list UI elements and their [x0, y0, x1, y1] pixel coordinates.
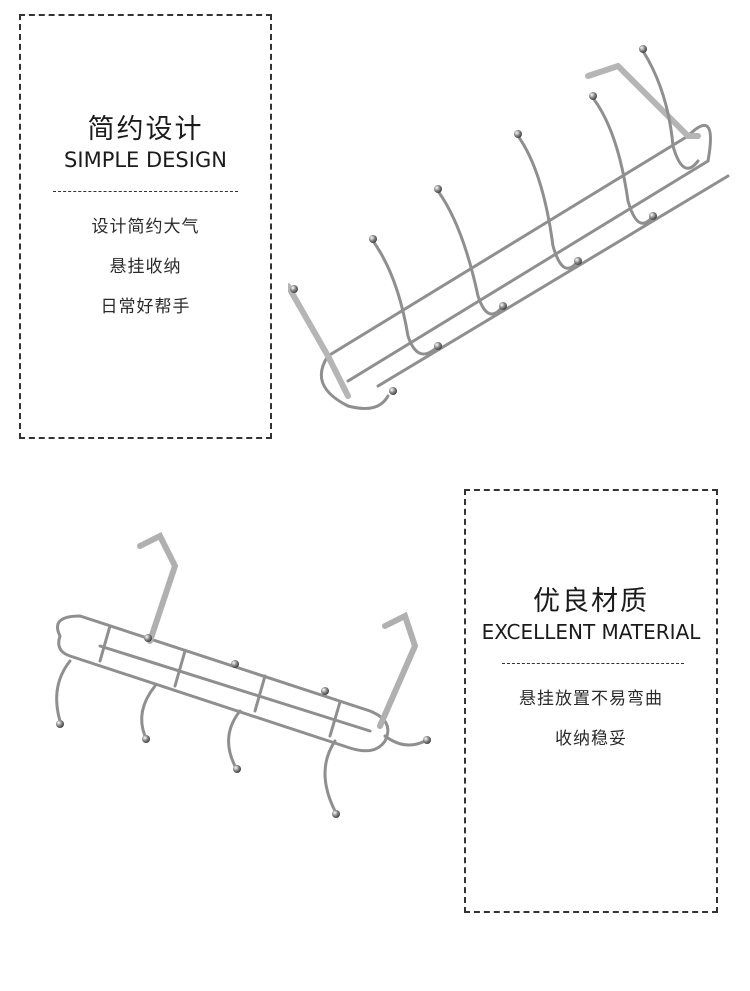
divider	[53, 191, 238, 192]
feature-line: 收纳稳妥	[555, 729, 627, 749]
feature-line: 日常好帮手	[100, 297, 191, 317]
feature-line: 悬挂放置不易弯曲	[519, 689, 663, 709]
feature-title-cn: 优良材质	[533, 586, 649, 617]
feature-title-en: SIMPLE DESIGN	[64, 148, 227, 172]
feature-line: 设计简约大气	[91, 217, 200, 237]
feature-box-excellent-material: 优良材质 EXCELLENT MATERIAL 悬挂放置不易弯曲 收纳稳妥	[464, 489, 718, 913]
feature-line: 悬挂收纳	[109, 257, 182, 277]
hook-rack-photo-front	[55, 531, 431, 818]
feature-title-cn: 简约设计	[87, 114, 204, 145]
feature-box-simple-design: 简约设计 SIMPLE DESIGN 设计简约大气 悬挂收纳 日常好帮手	[19, 14, 272, 439]
divider	[502, 663, 684, 664]
feature-title-en: EXCELLENT MATERIAL	[481, 620, 701, 644]
hook-rack-photo-angled	[288, 45, 730, 410]
